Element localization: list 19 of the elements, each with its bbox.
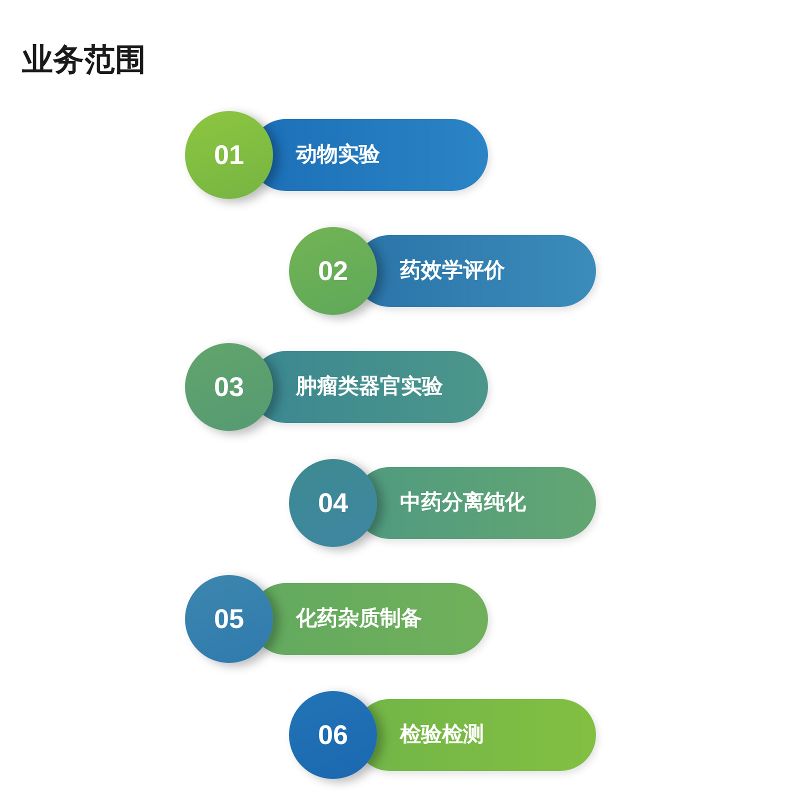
step-number: 05 bbox=[214, 606, 244, 632]
step-number: 06 bbox=[318, 722, 348, 748]
service-label: 中药分离纯化 bbox=[400, 490, 526, 516]
page-title: 业务范围 bbox=[22, 42, 146, 80]
service-label: 药效学评价 bbox=[400, 258, 505, 284]
step-number: 02 bbox=[318, 258, 348, 284]
numbered-step-pill bbox=[185, 111, 488, 199]
step-number: 04 bbox=[318, 490, 348, 516]
service-label: 肿瘤类器官实验 bbox=[296, 374, 443, 400]
step-number: 01 bbox=[214, 142, 244, 168]
numbered-step-pill bbox=[289, 691, 596, 779]
numbered-step-pill bbox=[289, 227, 596, 315]
step-number: 03 bbox=[214, 374, 244, 400]
numbered-step-pill bbox=[185, 343, 488, 431]
numbered-step-pill bbox=[289, 459, 596, 547]
service-label: 化药杂质制备 bbox=[296, 606, 422, 632]
service-label: 检验检测 bbox=[400, 722, 484, 748]
service-label: 动物实验 bbox=[296, 142, 380, 168]
numbered-step-pill bbox=[185, 575, 488, 663]
